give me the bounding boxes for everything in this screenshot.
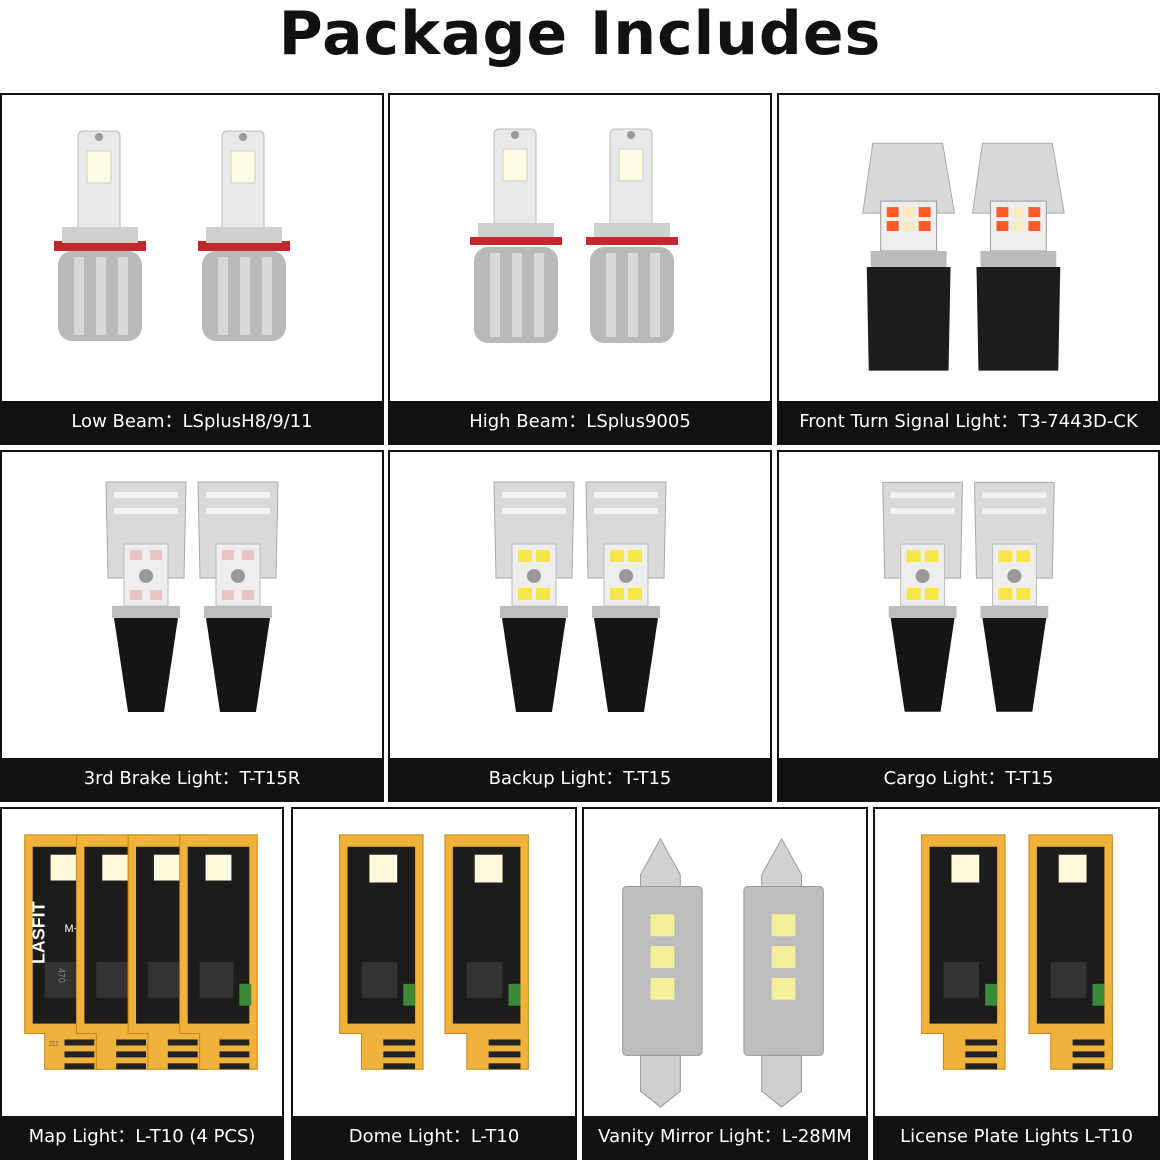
product-card-low-beam: Low Beam：LSplusH8/9/11: [0, 93, 384, 445]
t10-pcb-image: [875, 809, 1158, 1116]
page-title: Package Includes: [278, 0, 882, 69]
product-label: Backup Light：T-T15: [390, 758, 770, 800]
t10-pcb: [339, 834, 424, 1070]
product-label: Dome Light：L-T10: [293, 1116, 575, 1158]
headlight-bulb-image: [390, 95, 770, 401]
product-label: Low Beam：LSplusH8/9/11: [2, 401, 382, 443]
product-label: 3rd Brake Light：T-T15R: [2, 758, 382, 800]
t15-white-bulb: [882, 481, 964, 712]
headlight-bulb: [54, 130, 146, 341]
product-card-high-beam: High Beam：LSplus9005: [388, 93, 772, 445]
pcb-chip-text: 470: [57, 968, 67, 983]
t10-pcb-image: [293, 809, 575, 1116]
festoon-bulb: [622, 837, 703, 1108]
t10-pcb-image: LASFIT M+ 470 222: [2, 809, 282, 1116]
product-label: Cargo Light：T-T15: [779, 758, 1158, 800]
product-card-license-plate: License Plate Lights L-T10: [873, 807, 1160, 1160]
product-label: License Plate Lights L-T10: [875, 1116, 1158, 1158]
pcb-resistor-text: 222: [49, 1041, 60, 1047]
product-label: Map Light：L-T10 (4 PCS): [2, 1116, 282, 1158]
turn-signal-bulb: [862, 142, 956, 371]
t10-pcb: [921, 834, 1006, 1070]
t15-bulb-image: [779, 452, 1158, 758]
headlight-bulb-image: [2, 95, 382, 401]
product-label: Front Turn Signal Light：T3-7443D-CK: [779, 401, 1158, 443]
product-card-backup: Backup Light：T-T15: [388, 450, 772, 802]
t15-bulb-image: [2, 452, 382, 758]
product-label: High Beam：LSplus9005: [390, 401, 770, 443]
headlight-bulb: [198, 130, 290, 341]
t15-white-bulb: [973, 481, 1055, 712]
t15-red-bulb: [197, 481, 279, 712]
pcb-brand-text: LASFIT: [29, 901, 49, 964]
product-card-cargo: Cargo Light：T-T15: [777, 450, 1160, 802]
product-card-vanity-mirror: Vanity Mirror Light：L-28MM: [582, 807, 868, 1160]
product-card-dome-light: Dome Light：L-T10: [291, 807, 577, 1160]
t10-pcb: [444, 834, 529, 1070]
t15-white-bulb: [493, 481, 575, 712]
t15-bulb-image: [390, 452, 770, 758]
headlight-bulb: [586, 128, 678, 343]
product-card-3rd-brake: 3rd Brake Light：T-T15R: [0, 450, 384, 802]
t10-pcb: [1028, 834, 1113, 1070]
headlight-bulb: [470, 128, 562, 343]
product-card-map-light: LASFIT M+ 470 222: [0, 807, 284, 1160]
product-card-front-turn-signal: Front Turn Signal Light：T3-7443D-CK: [777, 93, 1160, 445]
t15-white-bulb: [585, 481, 667, 712]
turn-signal-bulb-image: [779, 95, 1158, 401]
festoon-bulb-image: [584, 809, 866, 1116]
turn-signal-bulb: [971, 142, 1065, 371]
t15-red-bulb: [105, 481, 187, 712]
product-label: Vanity Mirror Light：L-28MM: [584, 1116, 866, 1158]
t10-pcb: [179, 834, 258, 1070]
festoon-bulb: [743, 837, 824, 1108]
